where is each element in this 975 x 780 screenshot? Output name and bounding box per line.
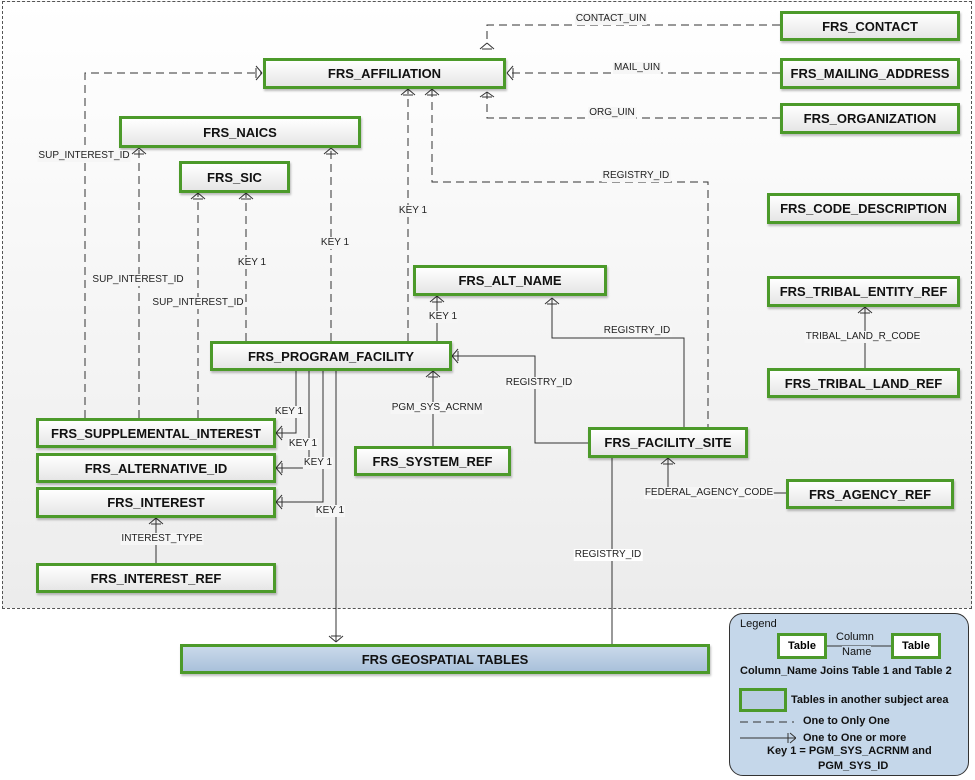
cardinality-markers — [131, 42, 873, 643]
table-frs-tribal-land-ref[interactable]: FRS_TRIBAL_LAND_REF — [767, 368, 960, 398]
table-frs-alt-name[interactable]: FRS_ALT_NAME — [413, 265, 607, 296]
table-frs-alternative-id[interactable]: FRS_ALTERNATIVE_ID — [36, 453, 276, 483]
label-tribal-land-r-code: TRIBAL_LAND_R_CODE — [804, 331, 922, 343]
label-sup-interest-id-2: SUP_INTEREST_ID — [91, 274, 185, 286]
label-registry-id-1: REGISTRY_ID — [601, 170, 671, 182]
label-key1-affiliation: KEY 1 — [397, 205, 429, 217]
legend-other-area-text: Tables in another subject area — [791, 694, 949, 706]
legend-column-label: Column — [836, 631, 874, 643]
legend-table-1: Table — [777, 633, 827, 659]
dashed-relationships — [84, 24, 780, 427]
table-frs-sic[interactable]: FRS_SIC — [179, 161, 290, 193]
table-frs-contact[interactable]: FRS_CONTACT — [780, 11, 960, 41]
table-frs-code-description[interactable]: FRS_CODE_DESCRIPTION — [767, 193, 960, 224]
table-frs-program-facility[interactable]: FRS_PROGRAM_FACILITY — [210, 341, 452, 371]
legend-key-definition-2: PGM_SYS_ID — [818, 760, 889, 772]
legend-key-definition-1: Key 1 = PGM_SYS_ACRNM and — [767, 745, 932, 757]
label-sup-interest-id-3: SUP_INTEREST_ID — [151, 297, 245, 309]
label-registry-id-3: REGISTRY_ID — [504, 377, 574, 389]
table-frs-affiliation[interactable]: FRS_AFFILIATION — [263, 58, 506, 89]
label-federal-agency-code: FEDERAL_AGENCY_CODE — [643, 487, 775, 499]
label-key1-alt-name: KEY 1 — [427, 311, 459, 323]
label-org-uin: ORG_UIN — [588, 107, 636, 119]
label-mail-uin: MAIL_UIN — [612, 62, 662, 74]
label-sup-interest-id-1: SUP_INTEREST_ID — [37, 150, 131, 162]
legend-join-text: Column_Name Joins Table 1 and Table 2 — [740, 665, 952, 677]
label-key1-interest: KEY 1 — [302, 457, 334, 469]
label-interest-type: INTEREST_TYPE — [120, 533, 204, 545]
label-key1-alternative-id: KEY 1 — [287, 438, 319, 450]
legend-title: Legend — [740, 618, 777, 630]
label-registry-id-4: REGISTRY_ID — [573, 549, 643, 561]
label-key1-sic: KEY 1 — [236, 257, 268, 269]
table-frs-interest-ref[interactable]: FRS_INTEREST_REF — [36, 563, 276, 593]
legend: Legend Table Column Name Table Column_Na… — [729, 613, 969, 776]
label-registry-id-2: REGISTRY_ID — [602, 325, 672, 337]
table-frs-naics[interactable]: FRS_NAICS — [119, 116, 361, 148]
table-frs-mailing-address[interactable]: FRS_MAILING_ADDRESS — [780, 58, 960, 89]
label-key1-naics: KEY 1 — [319, 237, 351, 249]
table-frs-system-ref[interactable]: FRS_SYSTEM_REF — [354, 446, 511, 476]
legend-name-label: Name — [842, 646, 872, 658]
label-key1-geospatial: KEY 1 — [314, 505, 346, 517]
legend-one-to-many-text: One to One or more — [803, 732, 907, 744]
table-frs-supplemental-interest[interactable]: FRS_SUPPLEMENTAL_INTEREST — [36, 418, 276, 448]
table-frs-interest[interactable]: FRS_INTEREST — [36, 487, 276, 518]
label-key1-supplemental: KEY 1 — [273, 406, 305, 418]
table-frs-organization[interactable]: FRS_ORGANIZATION — [780, 103, 960, 134]
table-frs-tribal-entity-ref[interactable]: FRS_TRIBAL_ENTITY_REF — [767, 276, 960, 307]
label-pgm-sys-acrnm: PGM_SYS_ACRNM — [390, 402, 484, 414]
table-frs-geospatial-tables[interactable]: FRS GEOSPATIAL TABLES — [180, 644, 710, 674]
legend-external-swatch — [739, 688, 787, 712]
legend-dashed-sample — [740, 721, 794, 723]
legend-one-to-one-text: One to Only One — [803, 715, 890, 727]
table-frs-agency-ref[interactable]: FRS_AGENCY_REF — [786, 479, 954, 509]
legend-table-2: Table — [891, 633, 941, 659]
label-contact-uin: CONTACT_UIN — [574, 13, 648, 25]
table-frs-facility-site[interactable]: FRS_FACILITY_SITE — [588, 427, 748, 458]
legend-solid-sample — [740, 732, 796, 744]
